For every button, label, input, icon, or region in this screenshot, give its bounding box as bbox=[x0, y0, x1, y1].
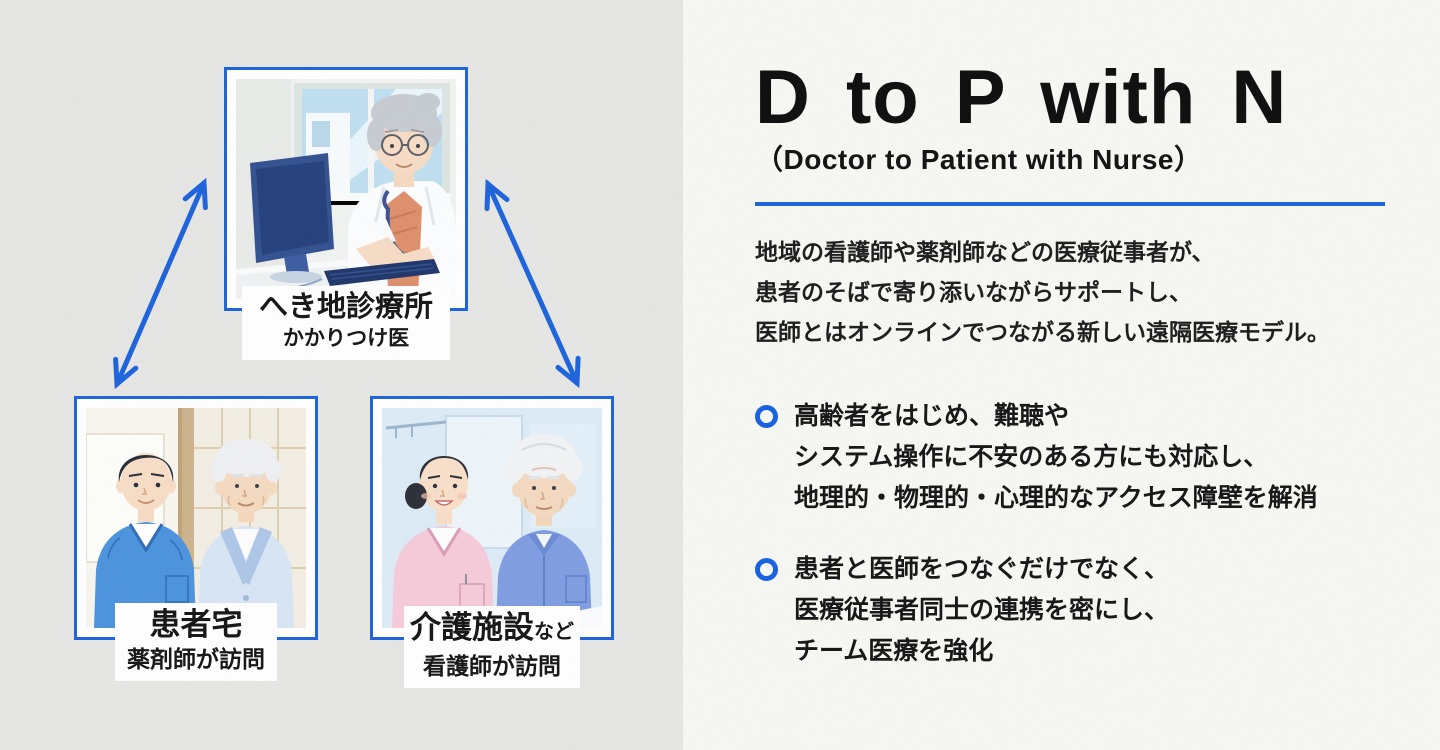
care-facility-title: 介護施設など bbox=[410, 610, 574, 645]
bullet-list: 高齢者をはじめ、難聴や システム操作に不安のある方にも対応し、 地理的・物理的・… bbox=[755, 396, 1395, 672]
pharmacist-with-elderly-man-illustration bbox=[86, 408, 306, 628]
bullet-line: 高齢者をはじめ、難聴や bbox=[794, 402, 1070, 430]
bullet-item-team: 患者と医師をつなぐだけでなく、 医療従事者同士の連携を密にし、 チーム医療を強化 bbox=[755, 549, 1395, 672]
bullet-item-access: 高齢者をはじめ、難聴や システム操作に不安のある方にも対応し、 地理的・物理的・… bbox=[755, 396, 1395, 519]
node-patient-home: 患者宅 薬剤師が訪問 bbox=[74, 396, 318, 681]
bullet-ring-icon bbox=[755, 558, 778, 581]
bullet-line: 医療従事者同士の連携を密にし、 bbox=[794, 596, 1170, 624]
description: 地域の看護師や薬剤師などの医療従事者が、 患者のそばで寄り添いながらサポートし、… bbox=[755, 232, 1395, 352]
clinic-title: へき地診療所 bbox=[258, 291, 433, 323]
description-line: 患者のそばで寄り添いながらサポートし、 bbox=[755, 279, 1192, 305]
bullet-ring-icon bbox=[755, 405, 778, 428]
diagram-section: へき地診療所 かかりつけ医 bbox=[0, 0, 683, 750]
clinic-subtitle: かかりつけ医 bbox=[282, 327, 410, 350]
care-facility-label: 介護施設など 看護師が訪問 bbox=[404, 606, 580, 688]
bullet-text: 高齢者をはじめ、難聴や システム操作に不安のある方にも対応し、 地理的・物理的・… bbox=[794, 396, 1318, 519]
info-panel-content: D to P with N （Doctor to Patient with Nu… bbox=[755, 0, 1395, 672]
clinic-home-arrow bbox=[113, 177, 208, 390]
care-facility-title-suffix: など bbox=[534, 621, 574, 643]
patient-home-label: 患者宅 薬剤師が訪問 bbox=[115, 603, 277, 681]
page-title: D to P with N bbox=[755, 55, 1288, 140]
accent-divider bbox=[755, 202, 1385, 206]
patient-home-title: 患者宅 bbox=[149, 607, 243, 642]
page-subtitle: （Doctor to Patient with Nurse） bbox=[755, 144, 1203, 175]
doctor-at-computer-illustration bbox=[236, 79, 456, 299]
bullet-line: システム操作に不安のある方にも対応し、 bbox=[794, 443, 1269, 471]
bullet-text: 患者と医師をつなぐだけでなく、 医療従事者同士の連携を密にし、 チーム医療を強化 bbox=[794, 549, 1169, 672]
clinic-label: へき地診療所 かかりつけ医 bbox=[242, 286, 450, 360]
nurse-with-elderly-man-illustration bbox=[382, 408, 602, 628]
bullet-line: チーム医療を強化 bbox=[794, 637, 994, 665]
description-line: 地域の看護師や薬剤師などの医療従事者が、 bbox=[755, 239, 1215, 265]
node-clinic: へき地診療所 かかりつけ医 bbox=[224, 67, 468, 360]
clinic-care-arrow bbox=[484, 178, 581, 389]
care-facility-subtitle: 看護師が訪問 bbox=[423, 653, 561, 679]
bullet-line: 地理的・物理的・心理的なアクセス障壁を解消 bbox=[794, 484, 1318, 512]
node-care-facility: 介護施設など 看護師が訪問 bbox=[370, 396, 614, 688]
patient-home-subtitle: 薬剤師が訪問 bbox=[127, 646, 265, 672]
bullet-line: 患者と医師をつなぐだけでなく、 bbox=[794, 555, 1170, 583]
description-line: 医師とはオンラインでつながる新しい遠隔医療モデル。 bbox=[755, 319, 1330, 345]
info-panel: D to P with N （Doctor to Patient with Nu… bbox=[683, 0, 1440, 750]
